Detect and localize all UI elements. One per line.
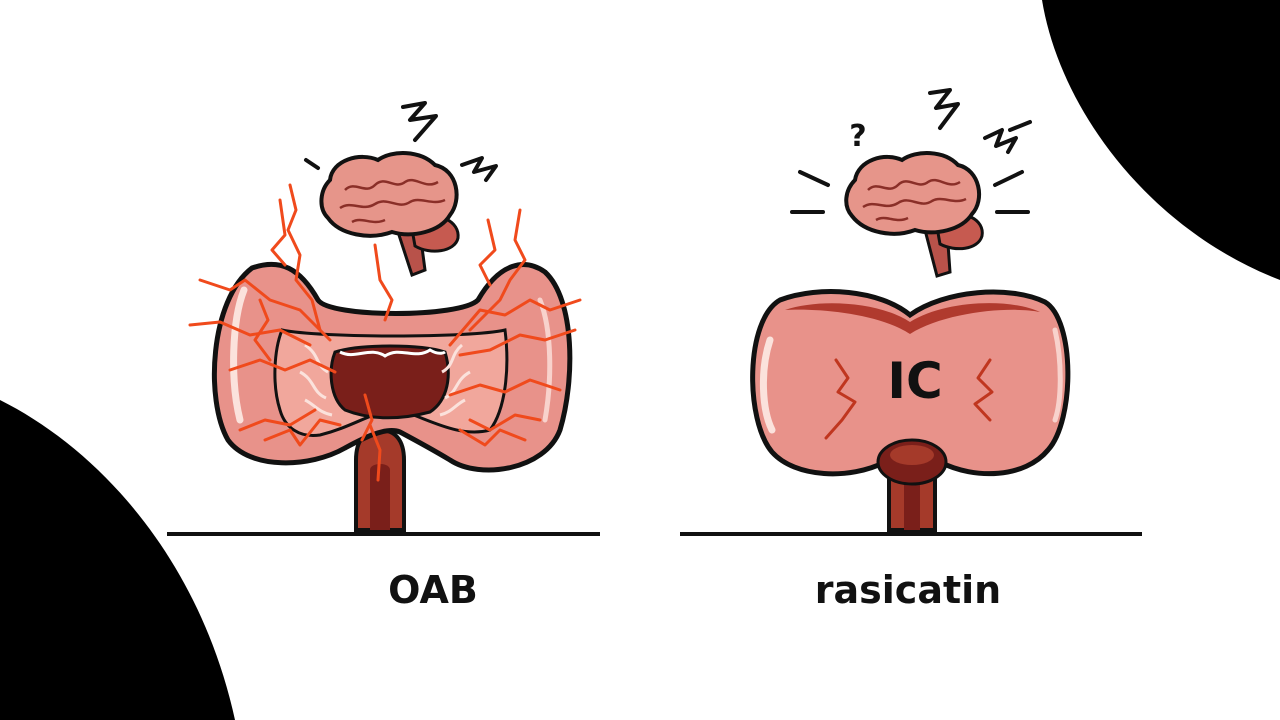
corner-shape-bottom-left	[0, 400, 235, 720]
nerve-signal-icon	[188, 183, 582, 482]
lightning-bolt-icon	[304, 101, 498, 182]
brain-icon	[319, 151, 460, 277]
corner-shape-top-right	[1042, 0, 1280, 280]
ic-bladder: IC	[750, 289, 1071, 532]
panel-label-rasicatin: rasicatin	[814, 568, 1002, 612]
panel-label-oab: OAB	[388, 568, 478, 612]
lightning-bolt-icon	[790, 88, 1032, 214]
brain-icon	[844, 151, 984, 278]
organ-label-ic: IC	[887, 352, 942, 410]
question-mark-icon: ?	[849, 119, 866, 154]
